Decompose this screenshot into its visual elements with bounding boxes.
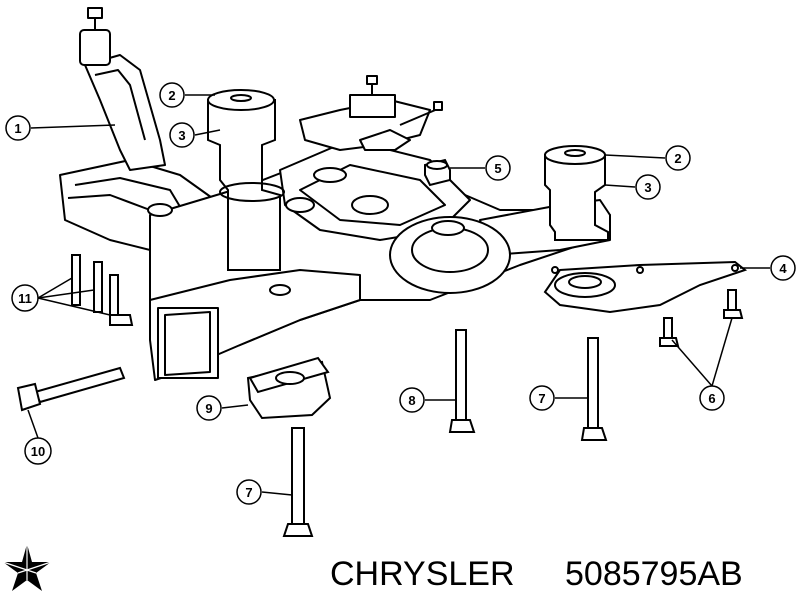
callout-5: 5 — [485, 155, 511, 181]
bolts-11 — [71, 254, 134, 326]
callout-label: 6 — [708, 391, 715, 406]
callout-11: 11 — [11, 284, 39, 312]
nut — [424, 158, 451, 187]
bolt-8 — [448, 329, 476, 433]
callout-2-right: 2 — [665, 145, 691, 171]
bolt-10 — [16, 366, 126, 412]
callout-label: 3 — [178, 128, 185, 143]
callout-2-left: 2 — [159, 82, 185, 108]
part-number: 5085795AB — [565, 555, 743, 593]
callout-label: 4 — [779, 261, 787, 276]
callout-label: 5 — [494, 161, 501, 176]
pentastar-icon — [2, 544, 52, 591]
bolt-7-upper — [580, 337, 608, 441]
callout-8: 8 — [399, 387, 425, 413]
callout-4: 4 — [770, 255, 796, 281]
callout-7-lower: 7 — [236, 479, 262, 505]
callout-label: 10 — [31, 444, 45, 459]
subframe-cradle — [59, 7, 611, 381]
callout-1: 1 — [5, 115, 31, 141]
callout-label: 11 — [18, 291, 32, 306]
callout-label: 1 — [14, 121, 21, 136]
callout-7-upper: 7 — [529, 385, 555, 411]
mount-bracket — [543, 260, 748, 314]
callout-label: 7 — [538, 391, 545, 406]
bushing-left — [207, 89, 285, 271]
callout-label: 8 — [408, 393, 415, 408]
brand-name: CHRYSLER — [330, 555, 515, 593]
callout-6: 6 — [699, 385, 725, 411]
callout-3-left: 3 — [169, 122, 195, 148]
callout-label: 3 — [644, 180, 651, 195]
leader-lines — [27, 94, 770, 496]
bolt-7-lower — [282, 427, 314, 537]
callout-label: 9 — [205, 401, 212, 416]
callout-3-right: 3 — [635, 174, 661, 200]
callout-9: 9 — [196, 395, 222, 421]
bolts-6 — [659, 289, 744, 347]
callout-10: 10 — [24, 437, 52, 465]
callout-label: 7 — [245, 485, 252, 500]
callout-label: 2 — [674, 151, 681, 166]
bushing-right — [544, 145, 609, 241]
callout-label: 2 — [168, 88, 175, 103]
insulator-mount — [246, 356, 332, 420]
